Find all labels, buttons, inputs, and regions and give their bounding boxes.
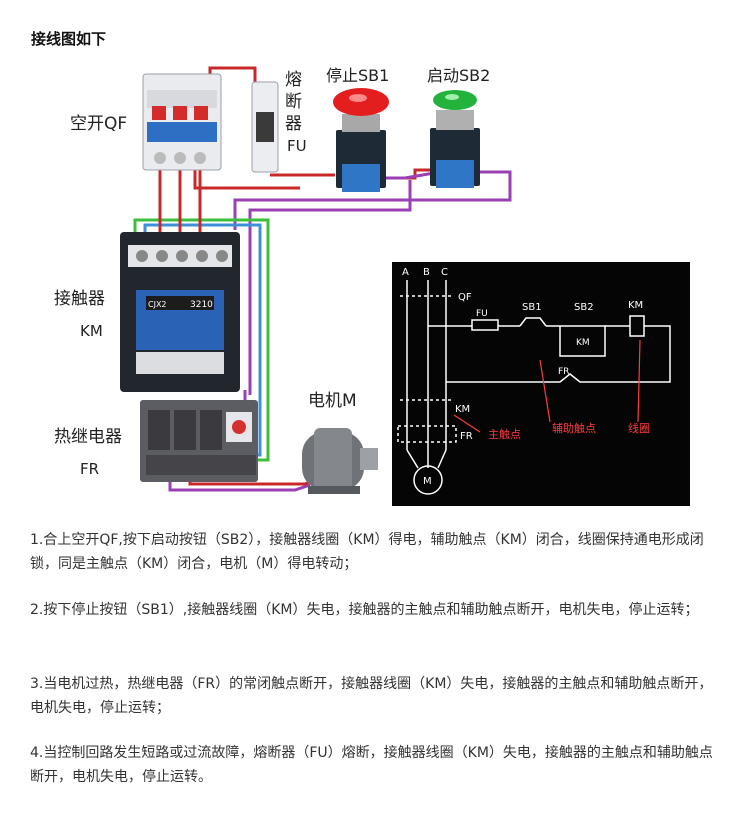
paragraph-3: 3.当电机过热，热继电器（FR）的常闭触点断开，接触器线圈（KM）失电，接触器的… [30,676,713,716]
schematic-sb1: SB1 [522,302,542,313]
wiring-diagram: 空开QF 熔 断 器 FU 停止SB1 启动SB2 CJX2 321 [54,66,690,506]
purple-wire [385,170,441,180]
qf-label: 空开QF [70,114,127,134]
contactor-km [120,232,240,392]
relay-label: 热继电器 [54,427,122,447]
paragraph-2: 2.按下停止按钮（SB1）,接触器线圈（KM）失电，接触器的主触点和辅助触点断开… [30,602,699,618]
contactor-label: 接触器 [54,289,105,309]
paragraph-1: 1.合上空开QF,按下启动按钮（SB2），接触器线圈（KM）得电，辅助触点（KM… [30,532,704,572]
paragraph-4: 4.当控制回路发生短路或过流故障，熔断器（FU）熔断，接触器线圈（KM）失电，接… [30,745,713,785]
schematic-sb2: SB2 [574,302,594,313]
fuse-fu [251,81,279,173]
page-heading: 接线图如下 [31,30,107,48]
schematic-phase-b: B [423,267,430,278]
thermal-relay-fr [140,400,258,482]
schematic-km-main: KM [455,404,470,415]
schematic-km-coil: KM [628,300,643,311]
circuit-breaker-qf [142,73,222,171]
motor-m [302,428,378,494]
schematic-fu: FU [476,309,488,319]
schematic-qf: QF [458,292,472,303]
schematic-fr-main: FR [460,431,473,442]
motor-label: 电机M [308,391,357,411]
schematic-phase-a: A [402,267,409,278]
schematic-fr-ctrl: FR [558,367,569,377]
contactor-model: 3210 [190,300,213,310]
stop-button-sb1 [333,88,389,192]
schematic-aux-contact: 辅助触点 [552,421,596,435]
purple-wire [248,180,412,395]
relay-fr-label: FR [80,460,99,478]
schematic-coil: 线圈 [628,421,650,435]
contactor-km-label: KM [80,322,103,340]
schematic-phase-c: C [441,267,448,278]
fuse-label-3: 器 [285,114,302,134]
fuse-label-2: 断 [285,92,302,112]
fuse-label-1: 熔 [285,70,302,90]
purple-wire [233,170,512,230]
red-wire [193,170,300,190]
schematic-panel [392,262,690,506]
schematic-motor: M [423,476,432,487]
fuse-label-4: FU [287,137,307,155]
schematic-km-aux: KM [576,338,590,348]
start-button-sb2 [430,90,480,188]
stop-label: 停止SB1 [326,66,389,85]
start-label: 启动SB2 [427,66,490,85]
contactor-brand: CJX2 [148,300,167,309]
schematic-main-contact: 主触点 [488,427,521,441]
